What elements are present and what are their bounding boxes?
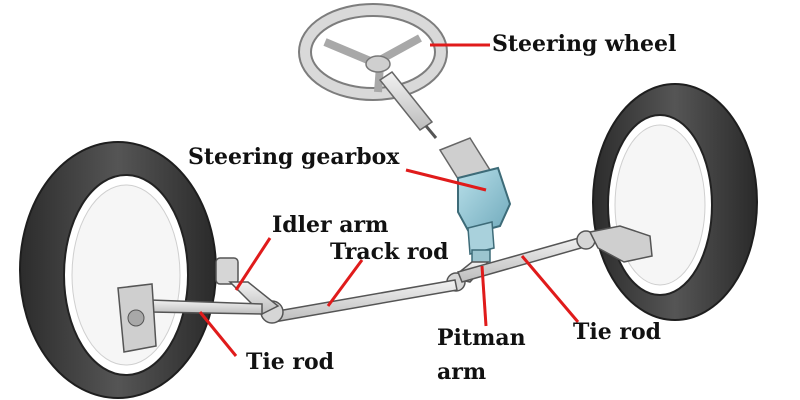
label-tie-rod-right: Tie rod	[573, 319, 662, 345]
label-idler-arm: Idler arm	[272, 212, 389, 238]
label-track-rod: Track rod	[330, 239, 449, 265]
leader-pitman-arm	[480, 265, 488, 327]
leader-tie-rod-right	[520, 255, 580, 323]
leader-lines	[198, 43, 580, 357]
label-steering-gearbox: Steering gearbox	[188, 144, 400, 170]
label-steering-wheel: Steering wheel	[492, 31, 677, 57]
leader-idler-arm	[234, 237, 272, 291]
label-pitman-arm-line2: arm	[437, 359, 487, 385]
steering-gearbox-part	[438, 137, 512, 265]
label-tie-rod-left: Tie rod	[246, 349, 335, 375]
track-rod-part	[260, 279, 458, 324]
left-wheel	[19, 141, 217, 399]
steering-wheel-part	[298, 3, 448, 139]
left-tie-rod-part	[117, 283, 263, 353]
right-wheel	[592, 83, 758, 321]
leader-steering-gearbox	[405, 168, 487, 192]
label-pitman-arm-line1: Pitman	[437, 325, 526, 351]
leader-track-rod	[326, 259, 364, 307]
leader-tie-rod-left	[198, 311, 238, 357]
